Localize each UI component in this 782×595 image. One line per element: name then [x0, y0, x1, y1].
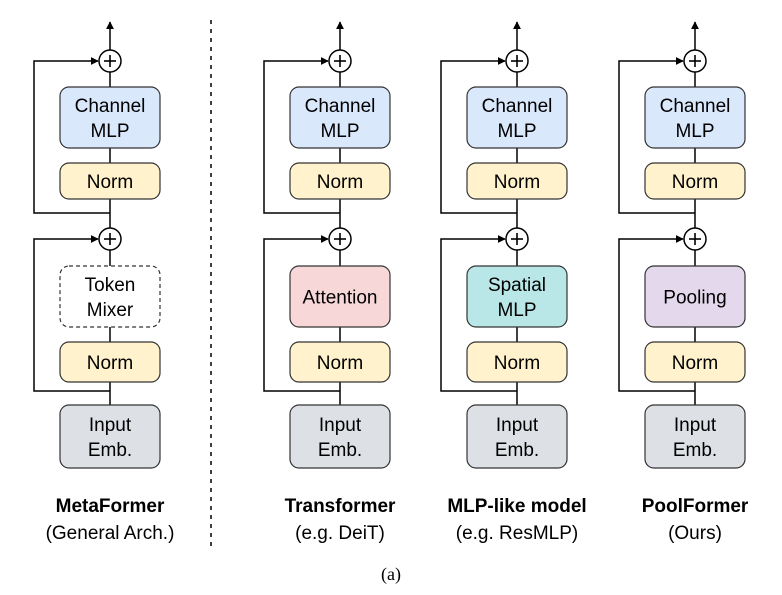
- column-metaformer: ChannelMLPNormTokenMixerNormInputEmb.Met…: [33, 21, 175, 544]
- channel-mlp-box-label: MLP: [497, 121, 536, 142]
- channel-mlp-box-label: Channel: [75, 96, 146, 117]
- token-mixer-box: Pooling: [644, 265, 746, 328]
- channel-mlp-box-label: Channel: [482, 96, 553, 117]
- skip-connection-2: [33, 57, 110, 214]
- channel-mlp-box-label: MLP: [90, 121, 129, 142]
- norm-box-bottom: Norm: [466, 341, 568, 383]
- column-transformer: ChannelMLPNormAttentionNormInputEmb.Tran…: [263, 21, 396, 544]
- figure-label: (a): [381, 564, 401, 585]
- residual-add-bottom: [683, 227, 707, 251]
- input-embedding-box-label: Emb.: [318, 440, 362, 461]
- norm-box-bottom-label: Norm: [317, 353, 363, 374]
- column-title: PoolFormer: [642, 496, 749, 517]
- input-embedding-box-label: Emb.: [673, 440, 717, 461]
- skip-connection-2: [263, 57, 340, 214]
- token-mixer-box-label: MLP: [497, 300, 536, 321]
- input-embedding-box-label: Emb.: [495, 440, 539, 461]
- token-mixer-box-label: Pooling: [663, 288, 726, 309]
- residual-add-top: [328, 49, 352, 73]
- column-title: Transformer: [285, 496, 396, 517]
- column-title: MLP-like model: [447, 496, 586, 517]
- residual-add-bottom: [505, 227, 529, 251]
- input-embedding-box-label: Input: [674, 415, 717, 436]
- residual-add-bottom: [328, 227, 352, 251]
- norm-box-bottom-label: Norm: [672, 353, 718, 374]
- column-poolformer: ChannelMLPNormPoolingNormInputEmb.PoolFo…: [618, 21, 749, 544]
- residual-add-top: [98, 49, 122, 73]
- skip-connection-1: [263, 235, 340, 392]
- norm-box-bottom-label: Norm: [494, 353, 540, 374]
- skip-connection-2: [440, 57, 517, 214]
- column-title: MetaFormer: [56, 496, 165, 517]
- skip-connection-1: [33, 235, 110, 392]
- skip-connection-1: [440, 235, 517, 392]
- token-mixer-box-label: Token: [85, 275, 136, 296]
- residual-add-bottom: [98, 227, 122, 251]
- norm-box-bottom: Norm: [644, 341, 746, 383]
- input-embedding-box-label: Input: [89, 415, 132, 436]
- skip-connection-2: [618, 57, 695, 214]
- column-subtitle: (e.g. DeiT): [295, 523, 385, 544]
- column-subtitle: (Ours): [668, 523, 722, 544]
- norm-box-top-label: Norm: [494, 172, 540, 193]
- norm-box-top-label: Norm: [317, 172, 363, 193]
- skip-connection-1: [618, 235, 695, 392]
- residual-add-top: [505, 49, 529, 73]
- input-embedding-box-label: Input: [319, 415, 362, 436]
- channel-mlp-box-label: Channel: [305, 96, 376, 117]
- channel-mlp-box-label: MLP: [320, 121, 359, 142]
- residual-add-top: [683, 49, 707, 73]
- norm-box-top: Norm: [466, 162, 568, 200]
- norm-box-top: Norm: [644, 162, 746, 200]
- token-mixer-box: Attention: [289, 265, 391, 328]
- token-mixer-box-label: Spatial: [488, 275, 546, 296]
- channel-mlp-box-label: Channel: [660, 96, 731, 117]
- norm-box-top-label: Norm: [87, 172, 133, 193]
- column-mlp-like: ChannelMLPNormSpatialMLPNormInputEmb.MLP…: [440, 21, 587, 544]
- input-embedding-box-label: Emb.: [88, 440, 132, 461]
- column-subtitle: (General Arch.): [46, 523, 175, 544]
- norm-box-bottom-label: Norm: [87, 353, 133, 374]
- channel-mlp-box-label: MLP: [675, 121, 714, 142]
- norm-box-top: Norm: [289, 162, 391, 200]
- input-embedding-box-label: Input: [496, 415, 539, 436]
- norm-box-bottom: Norm: [289, 341, 391, 383]
- token-mixer-box-label: Attention: [303, 288, 378, 309]
- norm-box-top-label: Norm: [672, 172, 718, 193]
- norm-box-top: Norm: [59, 162, 161, 200]
- norm-box-bottom: Norm: [59, 341, 161, 383]
- token-mixer-box-label: Mixer: [87, 300, 134, 321]
- column-subtitle: (e.g. ResMLP): [456, 523, 578, 544]
